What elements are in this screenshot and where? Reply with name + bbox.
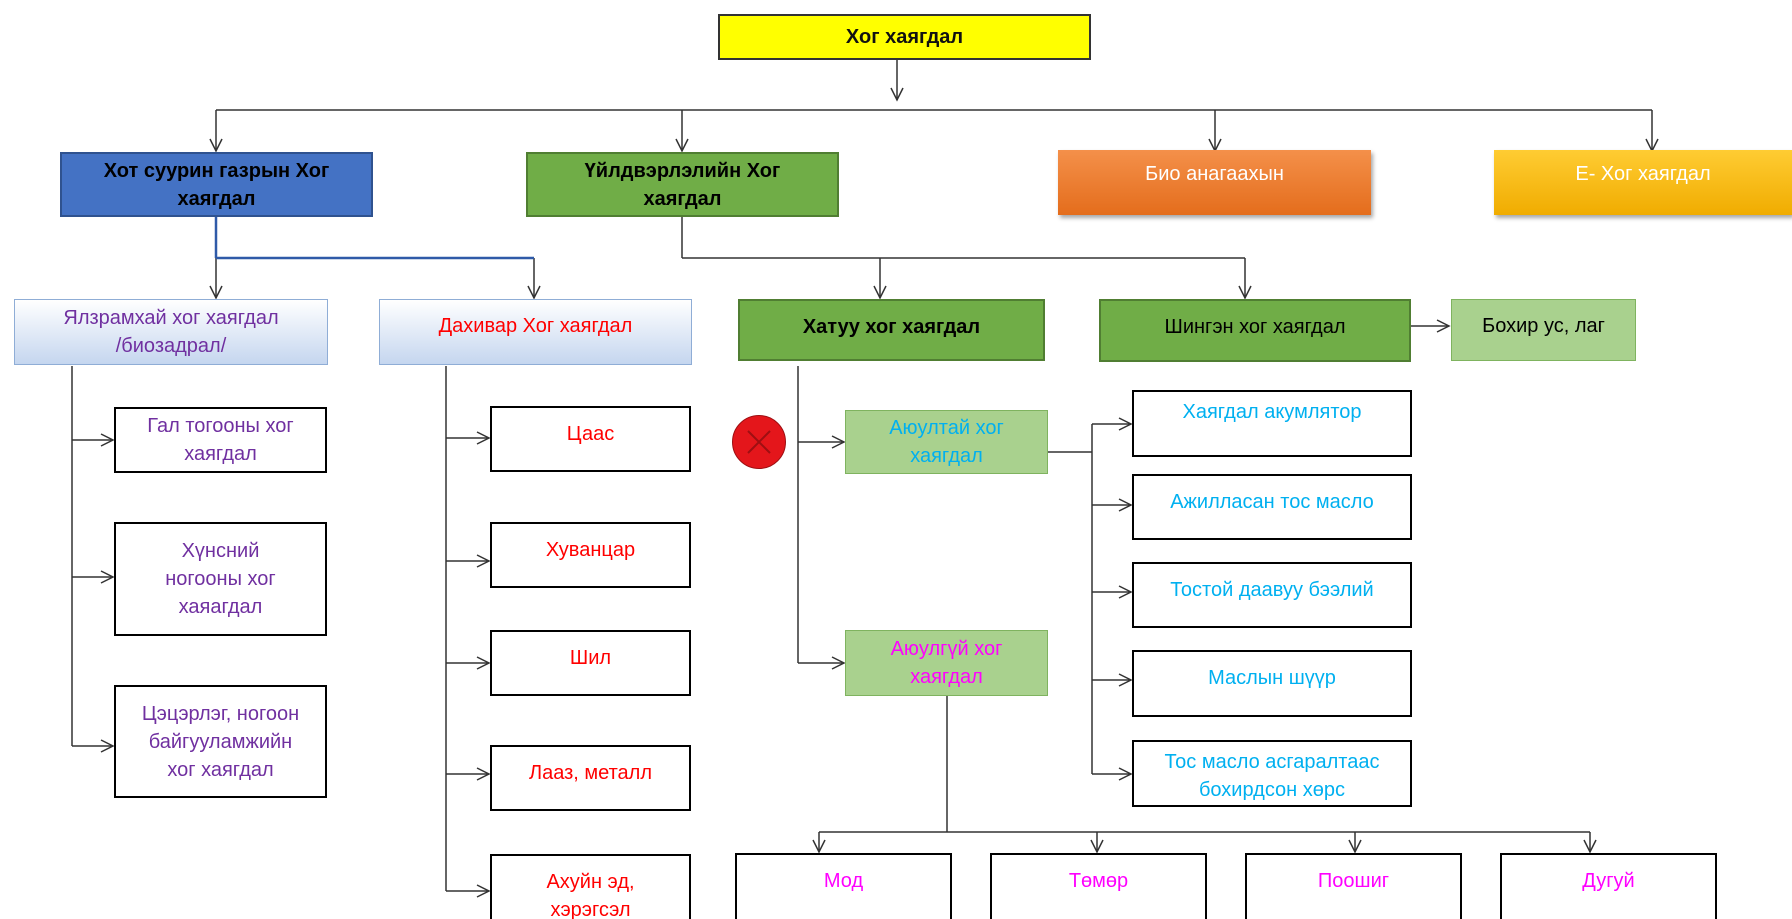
hazardous-item-label: Маслын шүүр [1208, 667, 1336, 689]
industrial-waste-label: Үйлдвэрлэлийн Хог хаягдал [584, 159, 781, 210]
solid-waste-label: Хатуу хог хаягдал [802, 316, 981, 338]
sewage-sludge-label: Бохир ус, лаг [1482, 315, 1605, 337]
recyclable-item-plastic: Хуванцар [490, 522, 691, 588]
organic-waste-node: Ялзрамхай хог хаягдал /биозадрал/ [14, 299, 328, 365]
organic-item-label: Цэцэрлэг, ногоон байгууламжийн хог хаягд… [141, 702, 300, 781]
root-node: Хог хаягдал [718, 14, 1091, 60]
organic-item-kitchen: Гал тогооны хог хаягдал [114, 407, 327, 473]
recyclable-item-metal: Лааз, металл [490, 745, 691, 811]
recyclable-item-label: Шил [569, 647, 612, 669]
sewage-sludge-node: Бохир ус, лаг [1451, 299, 1636, 361]
solid-waste-node: Хатуу хог хаягдал [738, 299, 1045, 361]
nonhazardous-item-label: Мод [823, 870, 864, 892]
red-circle-x-icon [732, 415, 786, 469]
hazardous-waste-node: Аюултай хог хаягдал [845, 410, 1048, 474]
nonhazardous-waste-label: Аюулгүй хог хаягдал [890, 638, 1003, 688]
hazardous-item-label: Тостой даавуу бээлий [1170, 579, 1374, 601]
nonhazardous-item-label: Төмөр [1068, 870, 1129, 892]
electronic-waste-label: E- Хог хаягдал [1575, 162, 1711, 185]
organic-item-garden: Цэцэрлэг, ногоон байгууламжийн хог хаягд… [114, 685, 327, 798]
municipal-waste-node: Хот суурин газрын Хог хаягдал [60, 152, 373, 217]
nonhazardous-item-iron: Төмөр [990, 853, 1207, 919]
hazardous-item-label: Хаягдал акумлятор [1182, 401, 1362, 423]
hazardous-item-battery: Хаягдал акумлятор [1132, 390, 1412, 457]
recyclable-item-glass: Шил [490, 630, 691, 696]
organic-waste-label: Ялзрамхай хог хаягдал /биозадрал/ [63, 307, 279, 357]
root-label: Хог хаягдал [845, 26, 964, 48]
hazardous-item-used-oil: Ажилласан тос масло [1132, 474, 1412, 540]
organic-item-label: Хүнсний ногооны хог хаяагдал [165, 540, 276, 618]
recyclable-item-label: Цаас [566, 423, 615, 445]
hazardous-item-label: Тос масло асгаралтаас бохирдсон хөрс [1164, 751, 1380, 801]
recyclable-waste-node: Дахивар Хог хаягдал [379, 299, 692, 365]
nonhazardous-item-label: Поошиг [1317, 870, 1390, 892]
nonhazardous-waste-node: Аюулгүй хог хаягдал [845, 630, 1048, 696]
organic-item-vegetable: Хүнсний ногооны хог хаяагдал [114, 522, 327, 636]
recyclable-waste-label: Дахивар Хог хаягдал [438, 315, 633, 337]
recyclable-item-label: Хуванцар [545, 539, 636, 561]
hazardous-item-oil-filter: Маслын шүүр [1132, 650, 1412, 717]
hazardous-item-contaminated-soil: Тос масло асгаралтаас бохирдсон хөрс [1132, 740, 1412, 807]
biomedical-waste-label: Био анагаахын [1145, 162, 1284, 185]
municipal-waste-label: Хот суурин газрын Хог хаягдал [103, 159, 330, 210]
electronic-waste-node: E- Хог хаягдал [1494, 150, 1792, 215]
recyclable-item-label: Лааз, металл [528, 762, 653, 784]
nonhazardous-item-bearing: Поошиг [1245, 853, 1462, 919]
liquid-waste-node: Шингэн хог хаягдал [1099, 299, 1411, 362]
liquid-waste-label: Шингэн хог хаягдал [1164, 316, 1346, 338]
hazardous-waste-label: Аюултай хог хаягдал [889, 417, 1004, 467]
nonhazardous-item-wood: Мод [735, 853, 952, 919]
biomedical-waste-node: Био анагаахын [1058, 150, 1371, 215]
nonhazardous-item-tire: Дугуй [1500, 853, 1717, 919]
recyclable-item-household: Ахуйн эд, хэрэгсэл [490, 854, 691, 919]
industrial-waste-node: Үйлдвэрлэлийн Хог хаягдал [526, 152, 839, 217]
nonhazardous-item-label: Дугуй [1582, 870, 1635, 892]
organic-item-label: Гал тогооны хог хаягдал [147, 415, 294, 465]
recyclable-item-label: Ахуйн эд, хэрэгсэл [546, 871, 635, 919]
hazardous-item-oily-rags: Тостой даавуу бээлий [1132, 562, 1412, 628]
hazardous-item-label: Ажилласан тос масло [1170, 491, 1374, 513]
recyclable-item-paper: Цаас [490, 406, 691, 472]
